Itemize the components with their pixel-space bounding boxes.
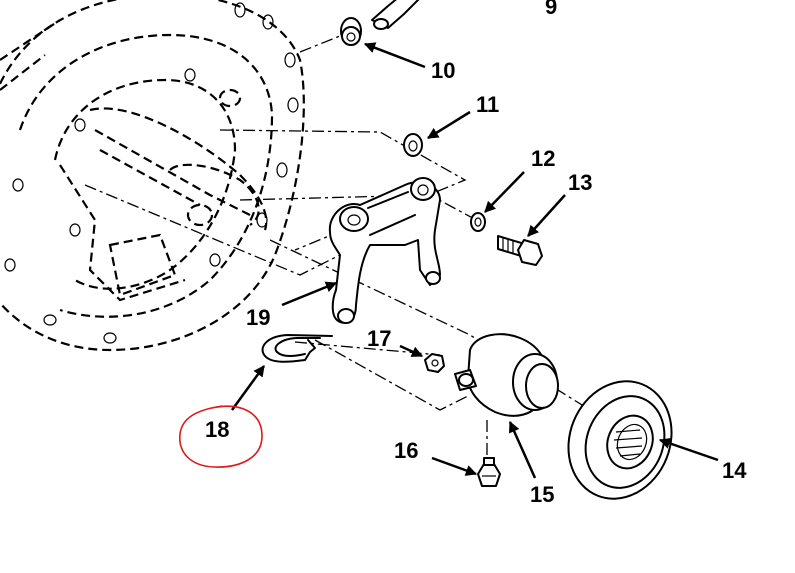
part-16-grease-fitting — [477, 457, 501, 487]
callout-11: 11 — [476, 92, 499, 117]
housing — [0, 0, 305, 352]
part-9-shaft — [371, 0, 420, 30]
part-12-lockwasher — [470, 212, 486, 232]
callout-19: 19 — [246, 305, 270, 330]
callout-16: 16 — [394, 438, 418, 463]
highlight-circle-18 — [179, 405, 263, 468]
part-19-release-fork — [328, 177, 441, 324]
part-11-washer — [403, 133, 423, 157]
part-18-spring-clip — [261, 334, 333, 363]
callout-15: 15 — [530, 482, 554, 507]
part-14-bearing — [567, 380, 673, 500]
callout-18: 18 — [205, 417, 229, 442]
leader-arrows — [230, 42, 719, 479]
part-17-nut — [424, 353, 445, 373]
callout-10: 10 — [431, 58, 455, 83]
housing-bolt-holes — [4, 2, 299, 344]
callout-14: 14 — [722, 458, 747, 483]
callout-12: 12 — [531, 146, 555, 171]
callout-9: 9 — [545, 0, 557, 19]
part-13-bolt — [497, 235, 543, 266]
part-15-bearing-carrier — [454, 333, 559, 417]
callout-17: 17 — [367, 326, 391, 351]
part-10-seal — [340, 17, 362, 46]
callout-13: 13 — [568, 170, 592, 195]
